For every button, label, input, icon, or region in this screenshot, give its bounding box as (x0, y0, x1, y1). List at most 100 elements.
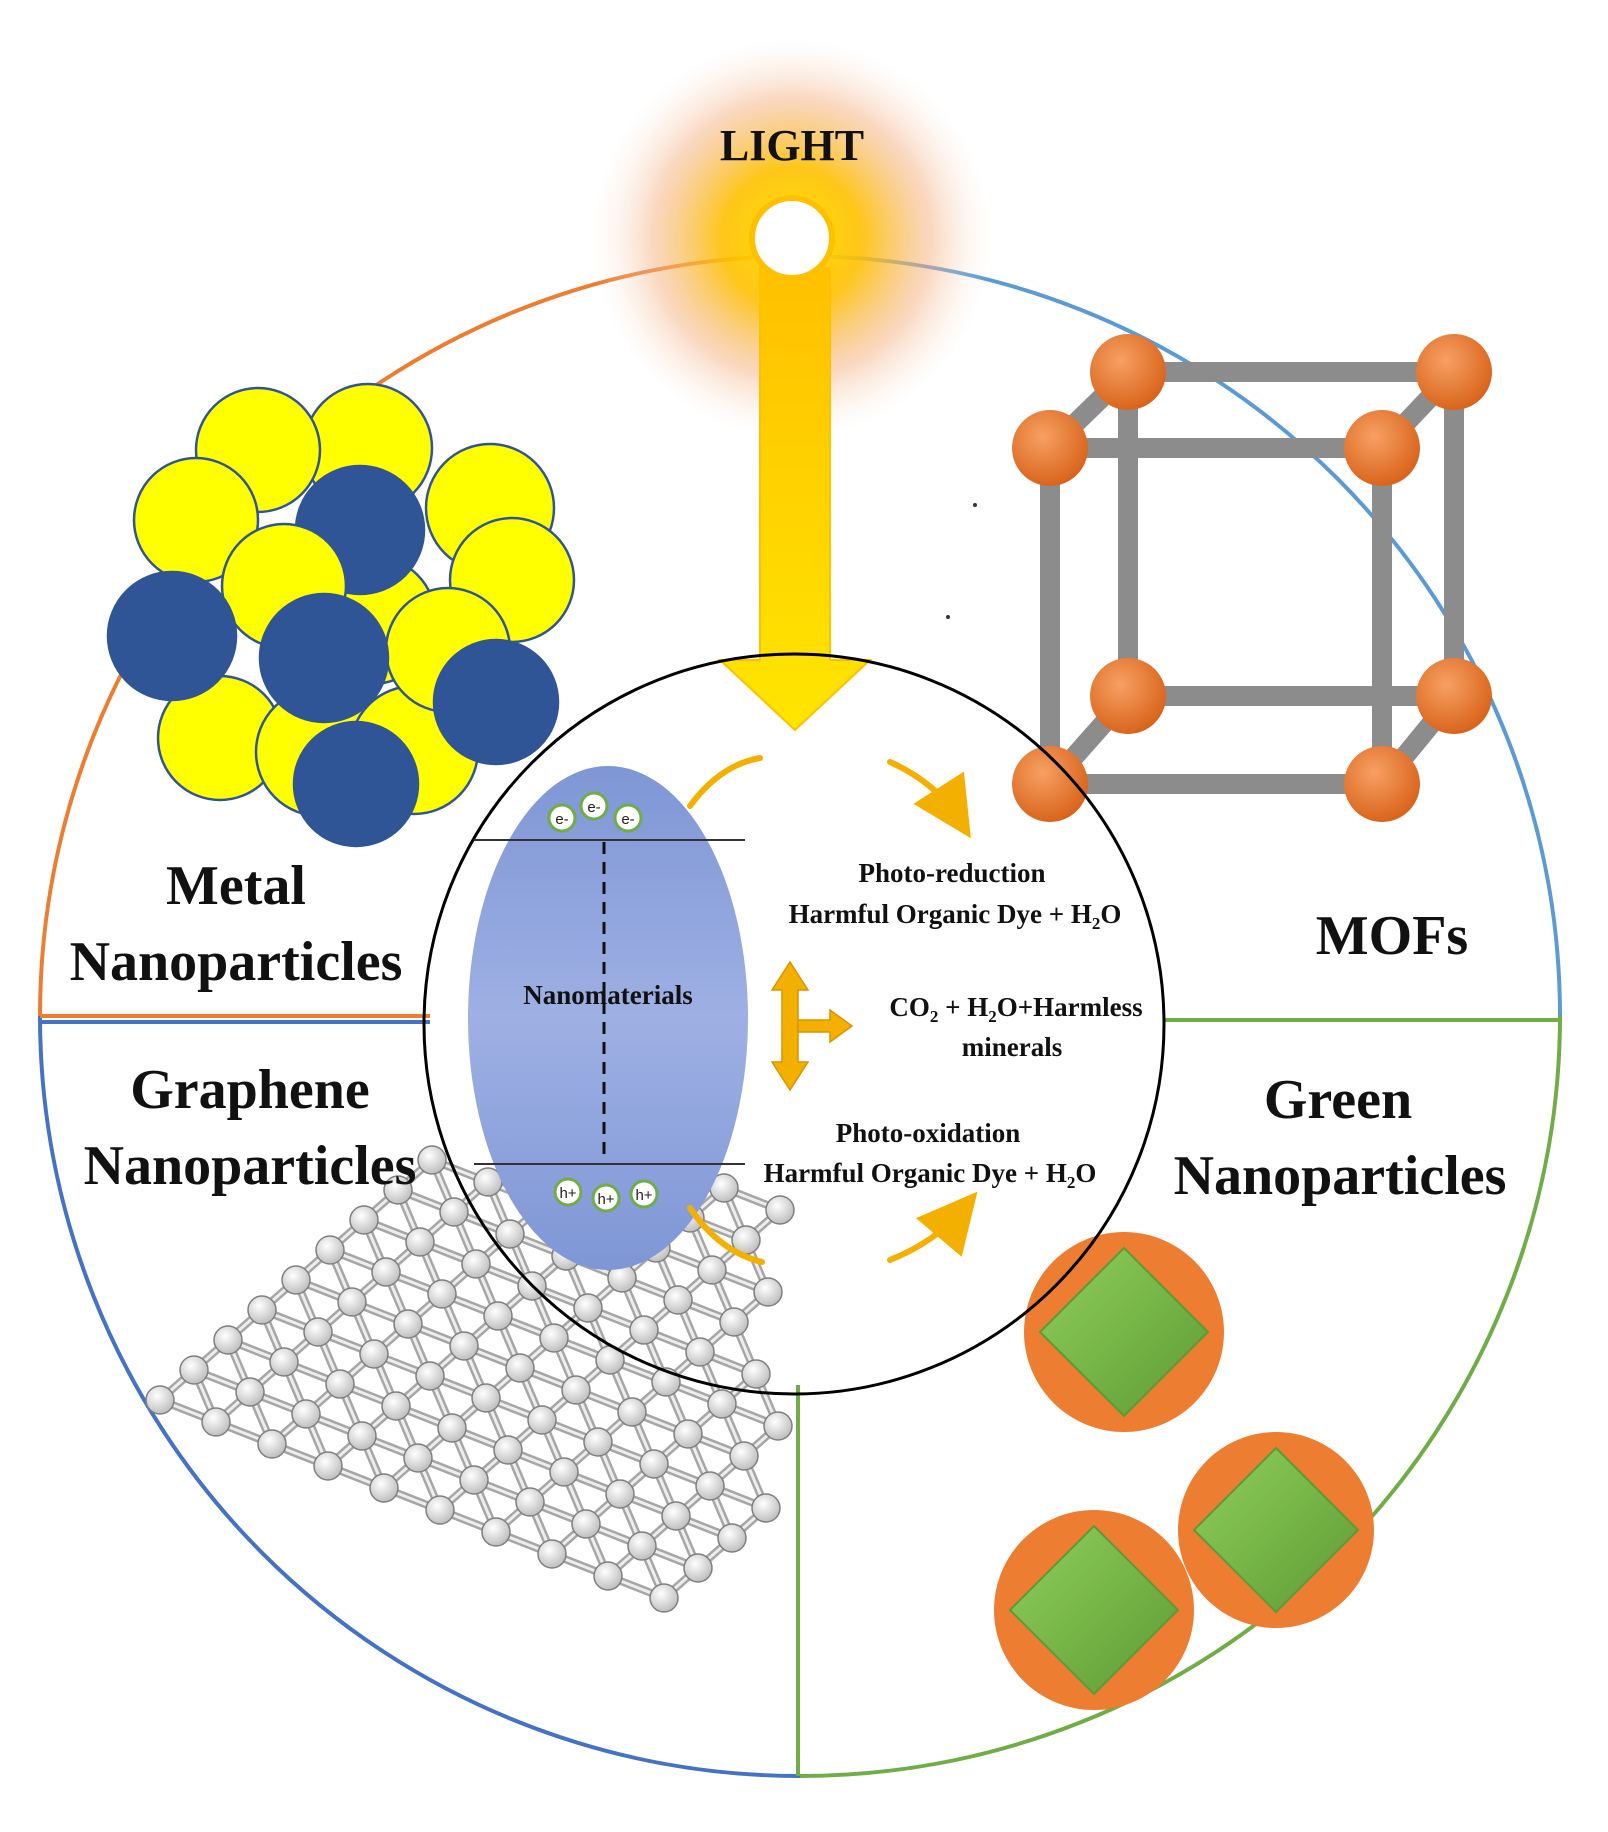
metal-label-line2: Nanoparticles (70, 931, 403, 993)
nanomaterial-band-diagram: Nanomaterials e- e- e- h+ h+ h+ (468, 766, 748, 1270)
graphene-atom (449, 1331, 479, 1361)
graphene-atom (571, 1509, 601, 1539)
electrons: e- e- e- (547, 791, 643, 833)
graphene-atom (639, 1449, 669, 1479)
green-label-line1: Green (1264, 1069, 1412, 1131)
products-sub1: 2 (930, 1007, 939, 1026)
graphene-atom (537, 1539, 567, 1569)
mof-node (1416, 334, 1492, 410)
metal-atom-blue (258, 592, 390, 724)
oxidation-equation-tail: O (1075, 1158, 1096, 1188)
green-particle-core (1038, 1246, 1210, 1418)
electron (547, 803, 577, 833)
electron-label: e- (621, 811, 634, 828)
hole (553, 1177, 583, 1207)
mof-node (1416, 658, 1492, 734)
graphene-atom (179, 1355, 209, 1385)
hole-label: h+ (597, 1191, 614, 1208)
oxidation-equation-sub: 2 (1067, 1173, 1076, 1192)
graphene-label-line1: Graphene (130, 1059, 370, 1121)
graphene-atom (371, 1257, 401, 1287)
hole-label: h+ (559, 1185, 576, 1202)
reaction-texts: Photo-reduction Harmful Organic Dye + H2… (764, 858, 1143, 1192)
graphene-atom (661, 1501, 691, 1531)
graphene-label-line2: Nanoparticles (84, 1135, 417, 1197)
reduction-arrow-right (887, 759, 971, 839)
holes: h+ h+ h+ (553, 1177, 659, 1213)
green-particle-core (1192, 1446, 1360, 1614)
light-source: LIGHT (592, 38, 992, 732)
graphene-atom (505, 1353, 535, 1383)
graphene-atom (683, 1553, 713, 1583)
metal-atom-blue (432, 638, 560, 766)
graphene-atom (347, 1421, 377, 1451)
reduction-equation-sub: 2 (1092, 914, 1101, 933)
graphene-atom (403, 1443, 433, 1473)
graphene-atom (549, 1457, 579, 1487)
graphene-atom (561, 1375, 591, 1405)
oxidation-equation: Harmful Organic Dye + H2O (764, 1158, 1097, 1192)
graphene-atom (605, 1479, 635, 1509)
light-label: LIGHT (720, 121, 864, 170)
mof-node (1344, 410, 1420, 486)
green-particle-core (1008, 1524, 1180, 1696)
mof-node (1012, 746, 1088, 822)
graphene-atom (281, 1265, 311, 1295)
graphene-atom (573, 1293, 603, 1323)
product-arrow (797, 1008, 854, 1044)
reduction-title: Photo-reduction (859, 858, 1046, 888)
graphene-atom (663, 1285, 693, 1315)
graphene-atom (695, 1471, 725, 1501)
green-particle (1024, 1232, 1224, 1432)
graphene-atom (405, 1227, 435, 1257)
products-tail: O+Harmless (997, 992, 1143, 1022)
graphene-atom (425, 1495, 455, 1525)
mof-node (1344, 746, 1420, 822)
graphene-atom (729, 1441, 759, 1471)
hole (629, 1179, 659, 1209)
graphene-atom (359, 1339, 389, 1369)
electron (579, 791, 609, 821)
graphene-atom (765, 1195, 795, 1225)
graphene-atom (493, 1435, 523, 1465)
green-nanoparticles (994, 1232, 1374, 1710)
graphene-atom (269, 1347, 299, 1377)
green-label-line2: Nanoparticles (1174, 1145, 1507, 1207)
electron-label: e- (555, 811, 568, 828)
sun-core (749, 195, 835, 281)
oxidation-arrow-right (887, 1191, 978, 1263)
graphene-atom (303, 1317, 333, 1347)
metal-label-line1: Metal (166, 855, 306, 917)
graphene-atom (439, 1197, 469, 1227)
oxidation-title: Photo-oxidation (836, 1118, 1021, 1148)
electron (613, 803, 643, 833)
graphene-atom (417, 1145, 447, 1175)
graphene-atom (437, 1413, 467, 1443)
graphene-atom (717, 1523, 747, 1553)
electron-label: e- (587, 799, 600, 816)
quadrant-labels: Metal Nanoparticles MOFs Graphene Nanopa… (70, 855, 1507, 1207)
mofs-label: MOFs (1316, 905, 1468, 967)
mof-nodes (1012, 334, 1492, 822)
ring-arc-graphene (38, 1015, 801, 1778)
graphene-atom (315, 1235, 345, 1265)
graphene-atom (459, 1465, 489, 1495)
mof-node (1090, 658, 1166, 734)
graphene-atom (349, 1205, 379, 1235)
graphene-atom (257, 1429, 287, 1459)
graphene-atom (495, 1219, 525, 1249)
graphene-atom (719, 1307, 749, 1337)
nanomaterials-label: Nanomaterials (523, 980, 692, 1010)
green-particle (1178, 1432, 1374, 1628)
graphene-atom (629, 1315, 659, 1345)
graphene-atom (201, 1407, 231, 1437)
products-line2: minerals (962, 1032, 1063, 1062)
graphene-atom (539, 1323, 569, 1353)
graphene-atom (481, 1517, 511, 1547)
reduction-equation-main: Harmful Organic Dye + H (789, 899, 1092, 929)
graphene-atom (707, 1389, 737, 1419)
graphene-atom (427, 1279, 457, 1309)
graphene-atom (381, 1391, 411, 1421)
stray-dot (973, 503, 977, 507)
